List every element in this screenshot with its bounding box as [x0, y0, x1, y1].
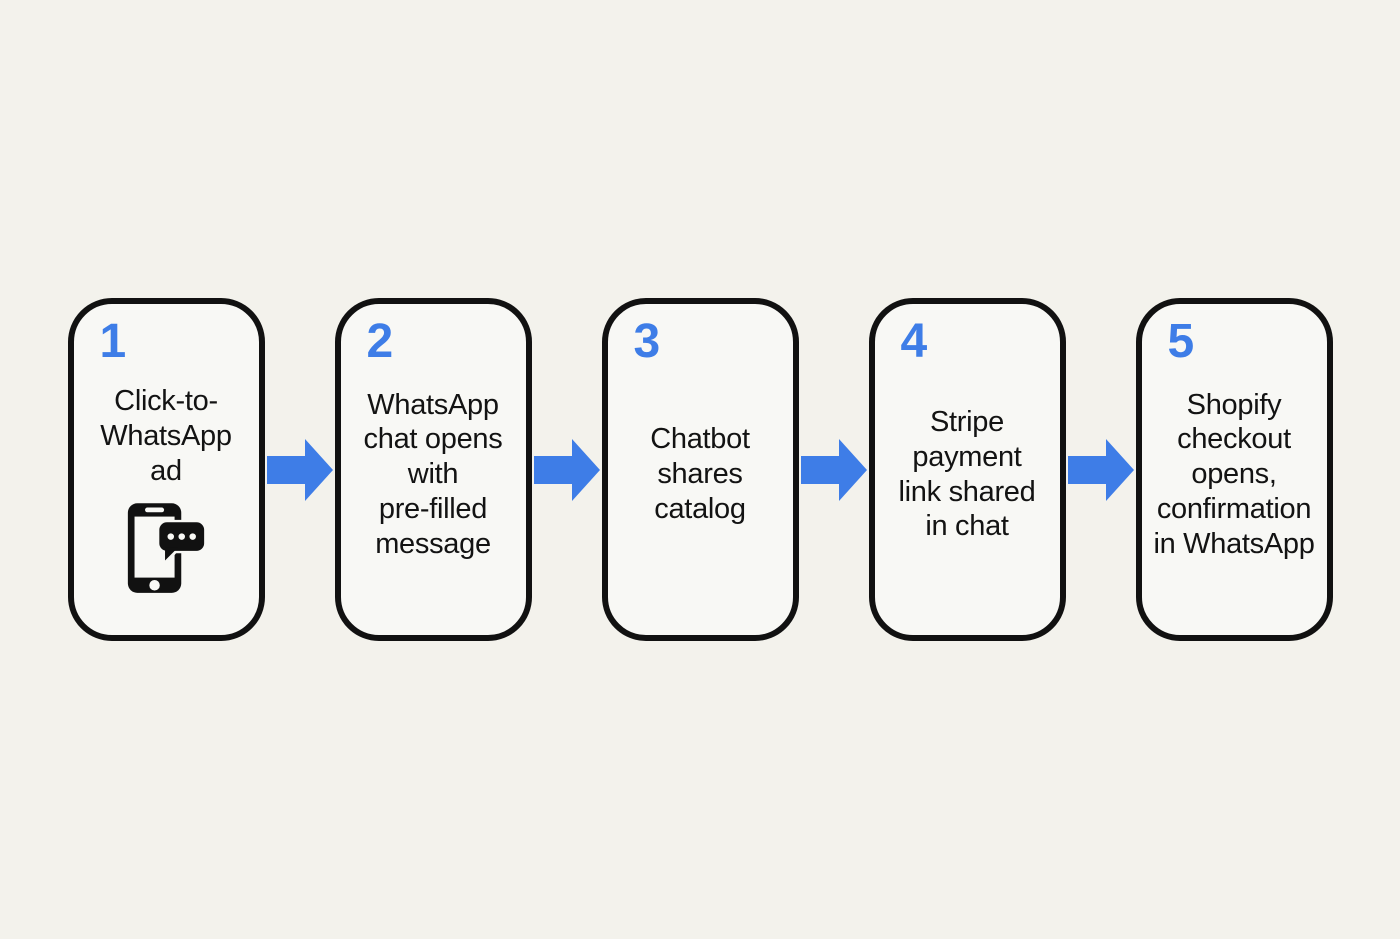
- step-number-1: 1: [99, 315, 127, 368]
- step-label-1: Click-to- WhatsApp ad: [100, 385, 232, 487]
- step-card-2: 2 WhatsApp chat opens with pre-filled me…: [334, 298, 532, 641]
- step-number-2: 2: [366, 315, 394, 368]
- step-label-5: Shopify checkout opens, confirmation in …: [1153, 388, 1315, 560]
- step-card-1: 1 Click-to- WhatsApp ad: [67, 298, 265, 641]
- whatsapp-commerce-flow-diagram: 1 Click-to- WhatsApp ad: [67, 298, 1333, 641]
- step-number-4: 4: [900, 315, 928, 368]
- flow-right-arrow-icon: [532, 437, 602, 503]
- flow-right-arrow-icon: [1066, 437, 1136, 503]
- step-content-4: Stripe payment link shared in chat: [899, 395, 1036, 544]
- step-content-3: Chatbot shares catalog: [650, 412, 750, 526]
- step-label-4: Stripe payment link shared in chat: [898, 405, 1036, 543]
- step-content-1: Click-to- WhatsApp ad: [100, 342, 232, 597]
- step-number-5: 5: [1167, 315, 1195, 368]
- step-content-2: WhatsApp chat opens with pre-filled mess…: [364, 378, 503, 562]
- step-content-5: Shopify checkout opens, confirmation in …: [1153, 378, 1314, 562]
- flow-right-arrow-icon: [265, 437, 335, 503]
- step-number-3: 3: [633, 315, 661, 368]
- step-card-4: 4 Stripe payment link shared in chat: [868, 298, 1066, 641]
- step-label-3: Chatbot shares catalog: [650, 423, 750, 525]
- flow-right-arrow-icon: [799, 437, 869, 503]
- step-card-3: 3 Chatbot shares catalog: [601, 298, 799, 641]
- step-label-2: WhatsApp chat opens with pre-filled mess…: [363, 388, 503, 560]
- phone-chat-icon: [125, 501, 207, 597]
- step-card-5: 5 Shopify checkout opens, confirmation i…: [1135, 298, 1333, 641]
